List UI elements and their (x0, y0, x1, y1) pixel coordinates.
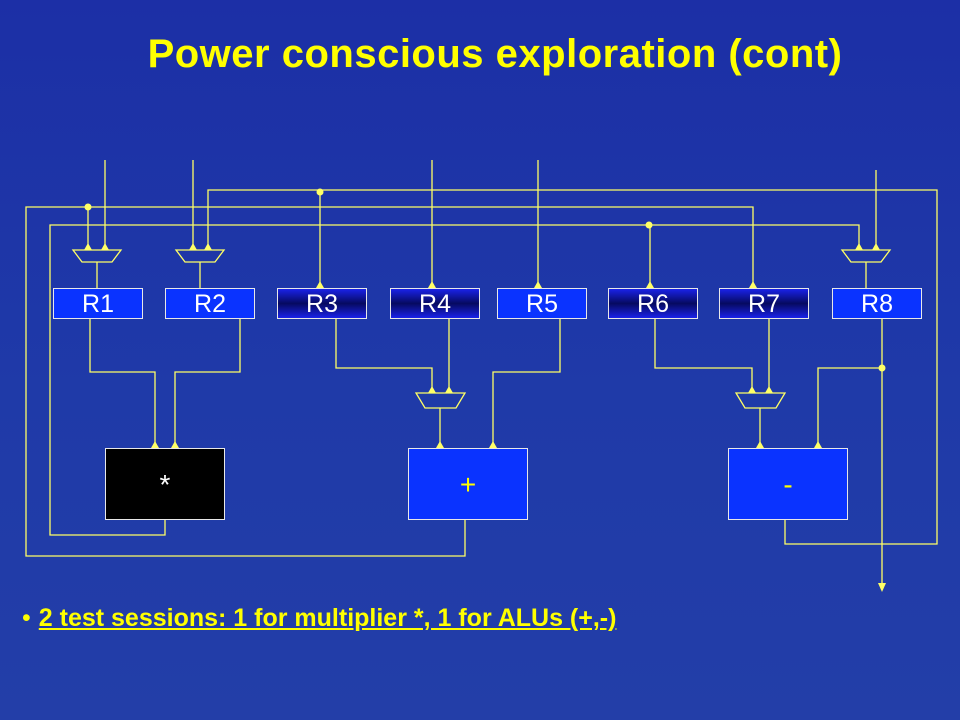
mux-add (414, 392, 467, 409)
register-r4: R4 (390, 288, 480, 319)
register-r1: R1 (53, 288, 143, 319)
bullet-dot: • (22, 604, 31, 632)
slide-title: Power conscious exploration (cont) (147, 32, 843, 76)
wire-mult-feedback (49, 224, 651, 536)
register-r8: R8 (832, 288, 922, 319)
mux-sub (734, 392, 787, 409)
mux-r1 (71, 249, 123, 263)
wire-r3-to-mux-add (335, 319, 433, 393)
subtractor-unit: - (728, 448, 848, 520)
bullet-item: •2 test sessions: 1 for multiplier *, 1 … (22, 604, 616, 633)
wire-add-feedback (25, 206, 754, 557)
register-r6: R6 (608, 288, 698, 319)
wire-r8-from-mult (650, 224, 860, 250)
multiplier-unit: * (105, 448, 225, 520)
register-r3: R3 (277, 288, 367, 319)
adder-unit: + (408, 448, 528, 520)
wire-sub-feedback (207, 189, 938, 545)
register-r2: R2 (165, 288, 255, 319)
mux-r2 (174, 249, 226, 263)
wire-r5-to-add (492, 319, 561, 448)
wire-r2-to-mult (174, 319, 241, 448)
wire-r1-to-mult (89, 319, 156, 448)
bullet-text: 2 test sessions: 1 for multiplier *, 1 f… (38, 604, 617, 632)
register-r5: R5 (497, 288, 587, 319)
mux-r8 (840, 249, 892, 263)
wire-r6-to-mux-sub (654, 319, 753, 393)
register-r7: R7 (719, 288, 809, 319)
wire-r8-to-sub (817, 367, 882, 448)
